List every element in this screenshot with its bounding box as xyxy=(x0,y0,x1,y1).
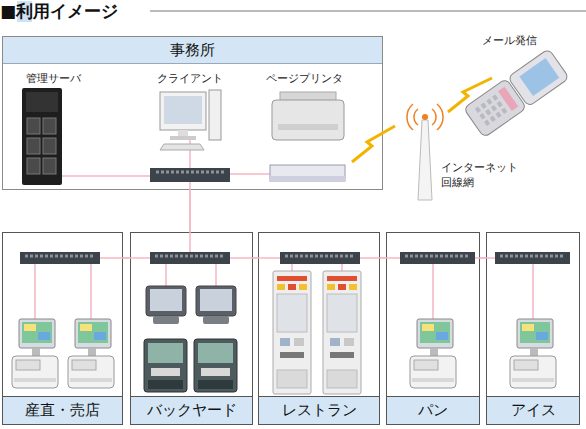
client-icon-part xyxy=(170,136,196,140)
printer-icon-part xyxy=(278,124,338,130)
printer-icon-part xyxy=(280,92,336,104)
phone-icon-part xyxy=(508,49,570,107)
office-wires xyxy=(62,140,270,252)
title-rule-part xyxy=(150,11,586,12)
part-label: クライアント xyxy=(157,71,223,86)
network-cable xyxy=(253,257,258,259)
label-band: 産直・売店 xyxy=(3,396,122,424)
client-icon-part xyxy=(178,130,188,136)
router-icon-part xyxy=(270,165,345,181)
label-band: アイス xyxy=(487,396,579,424)
ticket-machines xyxy=(273,271,361,394)
antenna-icon-part xyxy=(418,120,432,200)
node-label: 産直・売店 xyxy=(25,401,100,420)
area-box: アイス xyxy=(486,232,580,425)
server-icon-part xyxy=(26,92,58,112)
part-label: ページプリンタ xyxy=(266,71,343,86)
antenna-icon-part xyxy=(407,104,443,130)
backyard-devices xyxy=(144,286,237,392)
ticket-machines-part xyxy=(323,271,361,394)
lan-wires-part xyxy=(35,264,533,320)
network-cable xyxy=(123,257,130,259)
switch-hubs xyxy=(20,252,570,264)
switch-hub xyxy=(150,168,230,182)
client-icon-part xyxy=(164,96,202,124)
label-band: パン xyxy=(387,396,479,424)
server-icon-part xyxy=(43,158,56,174)
node-label: レストラン xyxy=(282,401,357,420)
client-icon xyxy=(160,90,221,150)
switch-hubs-part xyxy=(150,252,230,264)
backyard-devices-part xyxy=(194,339,237,392)
phone-icon-part xyxy=(463,78,526,137)
wireless-link-part xyxy=(352,126,395,162)
office-box: 事務所 xyxy=(2,36,383,190)
lan-wires xyxy=(35,258,533,320)
wireless-link-part xyxy=(448,78,492,112)
area-box: パン xyxy=(386,232,480,425)
client-icon-part xyxy=(160,144,204,150)
pos-terminals-part xyxy=(68,319,114,388)
antenna-icon xyxy=(407,104,443,200)
phone-icon-part xyxy=(498,87,518,111)
diagram-title: ■利用イメージ xyxy=(0,0,118,22)
server-icon-part xyxy=(27,118,40,134)
switch-hubs-part xyxy=(20,252,100,264)
server-icon-part xyxy=(27,158,40,174)
switch-hubs-part xyxy=(25,255,565,258)
router-icon-part xyxy=(270,176,345,181)
label-band: レストラン xyxy=(259,396,379,424)
client-icon-part xyxy=(160,92,206,130)
node-label: パン xyxy=(418,401,448,420)
area-box: 産直・売店 xyxy=(2,232,123,425)
switch-hubs-part xyxy=(280,252,360,264)
switch-hubs-part xyxy=(400,252,475,264)
phone-icon-part xyxy=(476,96,506,126)
wireless-link xyxy=(352,78,492,162)
node-label: バックヤード xyxy=(147,401,237,420)
backyard-devices-part xyxy=(144,339,187,392)
client-icon-part xyxy=(209,90,221,140)
switch-hub-part xyxy=(150,168,230,182)
network-cable xyxy=(380,257,386,259)
area-box: レストラン xyxy=(258,232,380,425)
phone-icon-part xyxy=(519,58,559,96)
server-icon-part xyxy=(43,118,56,134)
backyard-devices-part xyxy=(196,286,236,324)
pos-terminals-part xyxy=(510,319,556,388)
phone-icon xyxy=(463,49,569,138)
lan-wires-part xyxy=(60,257,533,259)
pos-terminals xyxy=(12,319,556,388)
label-band: バックヤード xyxy=(131,396,252,424)
network-cable xyxy=(189,190,191,232)
antenna-icon-part xyxy=(422,114,428,120)
server-icon-part xyxy=(22,88,62,185)
switch-hub-part xyxy=(156,171,224,174)
server-icon-part xyxy=(43,138,56,154)
network-cable xyxy=(480,257,486,259)
part-label: 管理サーバ xyxy=(26,71,81,86)
backyard-devices-part xyxy=(146,286,186,324)
server-icon xyxy=(22,88,62,185)
area-box: バックヤード xyxy=(130,232,253,425)
pos-terminals-part xyxy=(12,319,58,388)
ticket-machines-part xyxy=(273,271,311,394)
label-band: 事務所 xyxy=(3,37,382,64)
part-label: メール発信 xyxy=(482,33,537,48)
printer-icon-part xyxy=(272,100,344,140)
router-icon xyxy=(270,165,345,181)
printer-icon xyxy=(272,92,344,140)
part-label: インターネット 回線網 xyxy=(441,160,521,190)
node-label: アイス xyxy=(511,401,556,420)
node-label: 事務所 xyxy=(170,41,215,60)
pos-terminals-part xyxy=(410,319,456,388)
switch-hubs-part xyxy=(495,252,570,264)
office-wires-part xyxy=(62,140,270,252)
server-icon-part xyxy=(27,138,40,154)
